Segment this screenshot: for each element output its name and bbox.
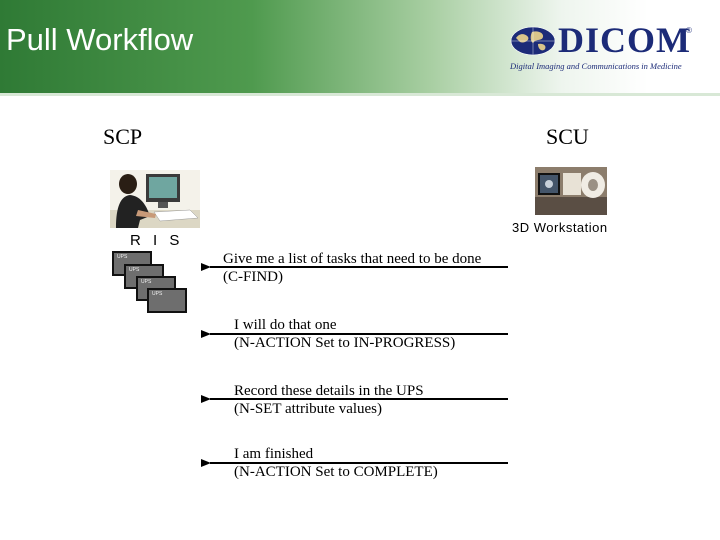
message-text: Give me a list of tasks that need to be … (223, 250, 481, 268)
message-n-action-in-progress: I will do that one (N-ACTION Set to IN-P… (234, 316, 455, 352)
message-operation: (N-ACTION Set to COMPLETE) (234, 463, 438, 481)
message-operation: (N-SET attribute values) (234, 400, 424, 418)
message-operation: (C-FIND) (223, 268, 481, 286)
message-text: I am finished (234, 445, 438, 463)
message-text: I will do that one (234, 316, 455, 334)
message-n-action-complete: I am finished (N-ACTION Set to COMPLETE) (234, 445, 438, 481)
message-operation: (N-ACTION Set to IN-PROGRESS) (234, 334, 455, 352)
message-c-find: Give me a list of tasks that need to be … (223, 250, 481, 286)
message-text: Record these details in the UPS (234, 382, 424, 400)
message-n-set: Record these details in the UPS (N-SET a… (234, 382, 424, 418)
